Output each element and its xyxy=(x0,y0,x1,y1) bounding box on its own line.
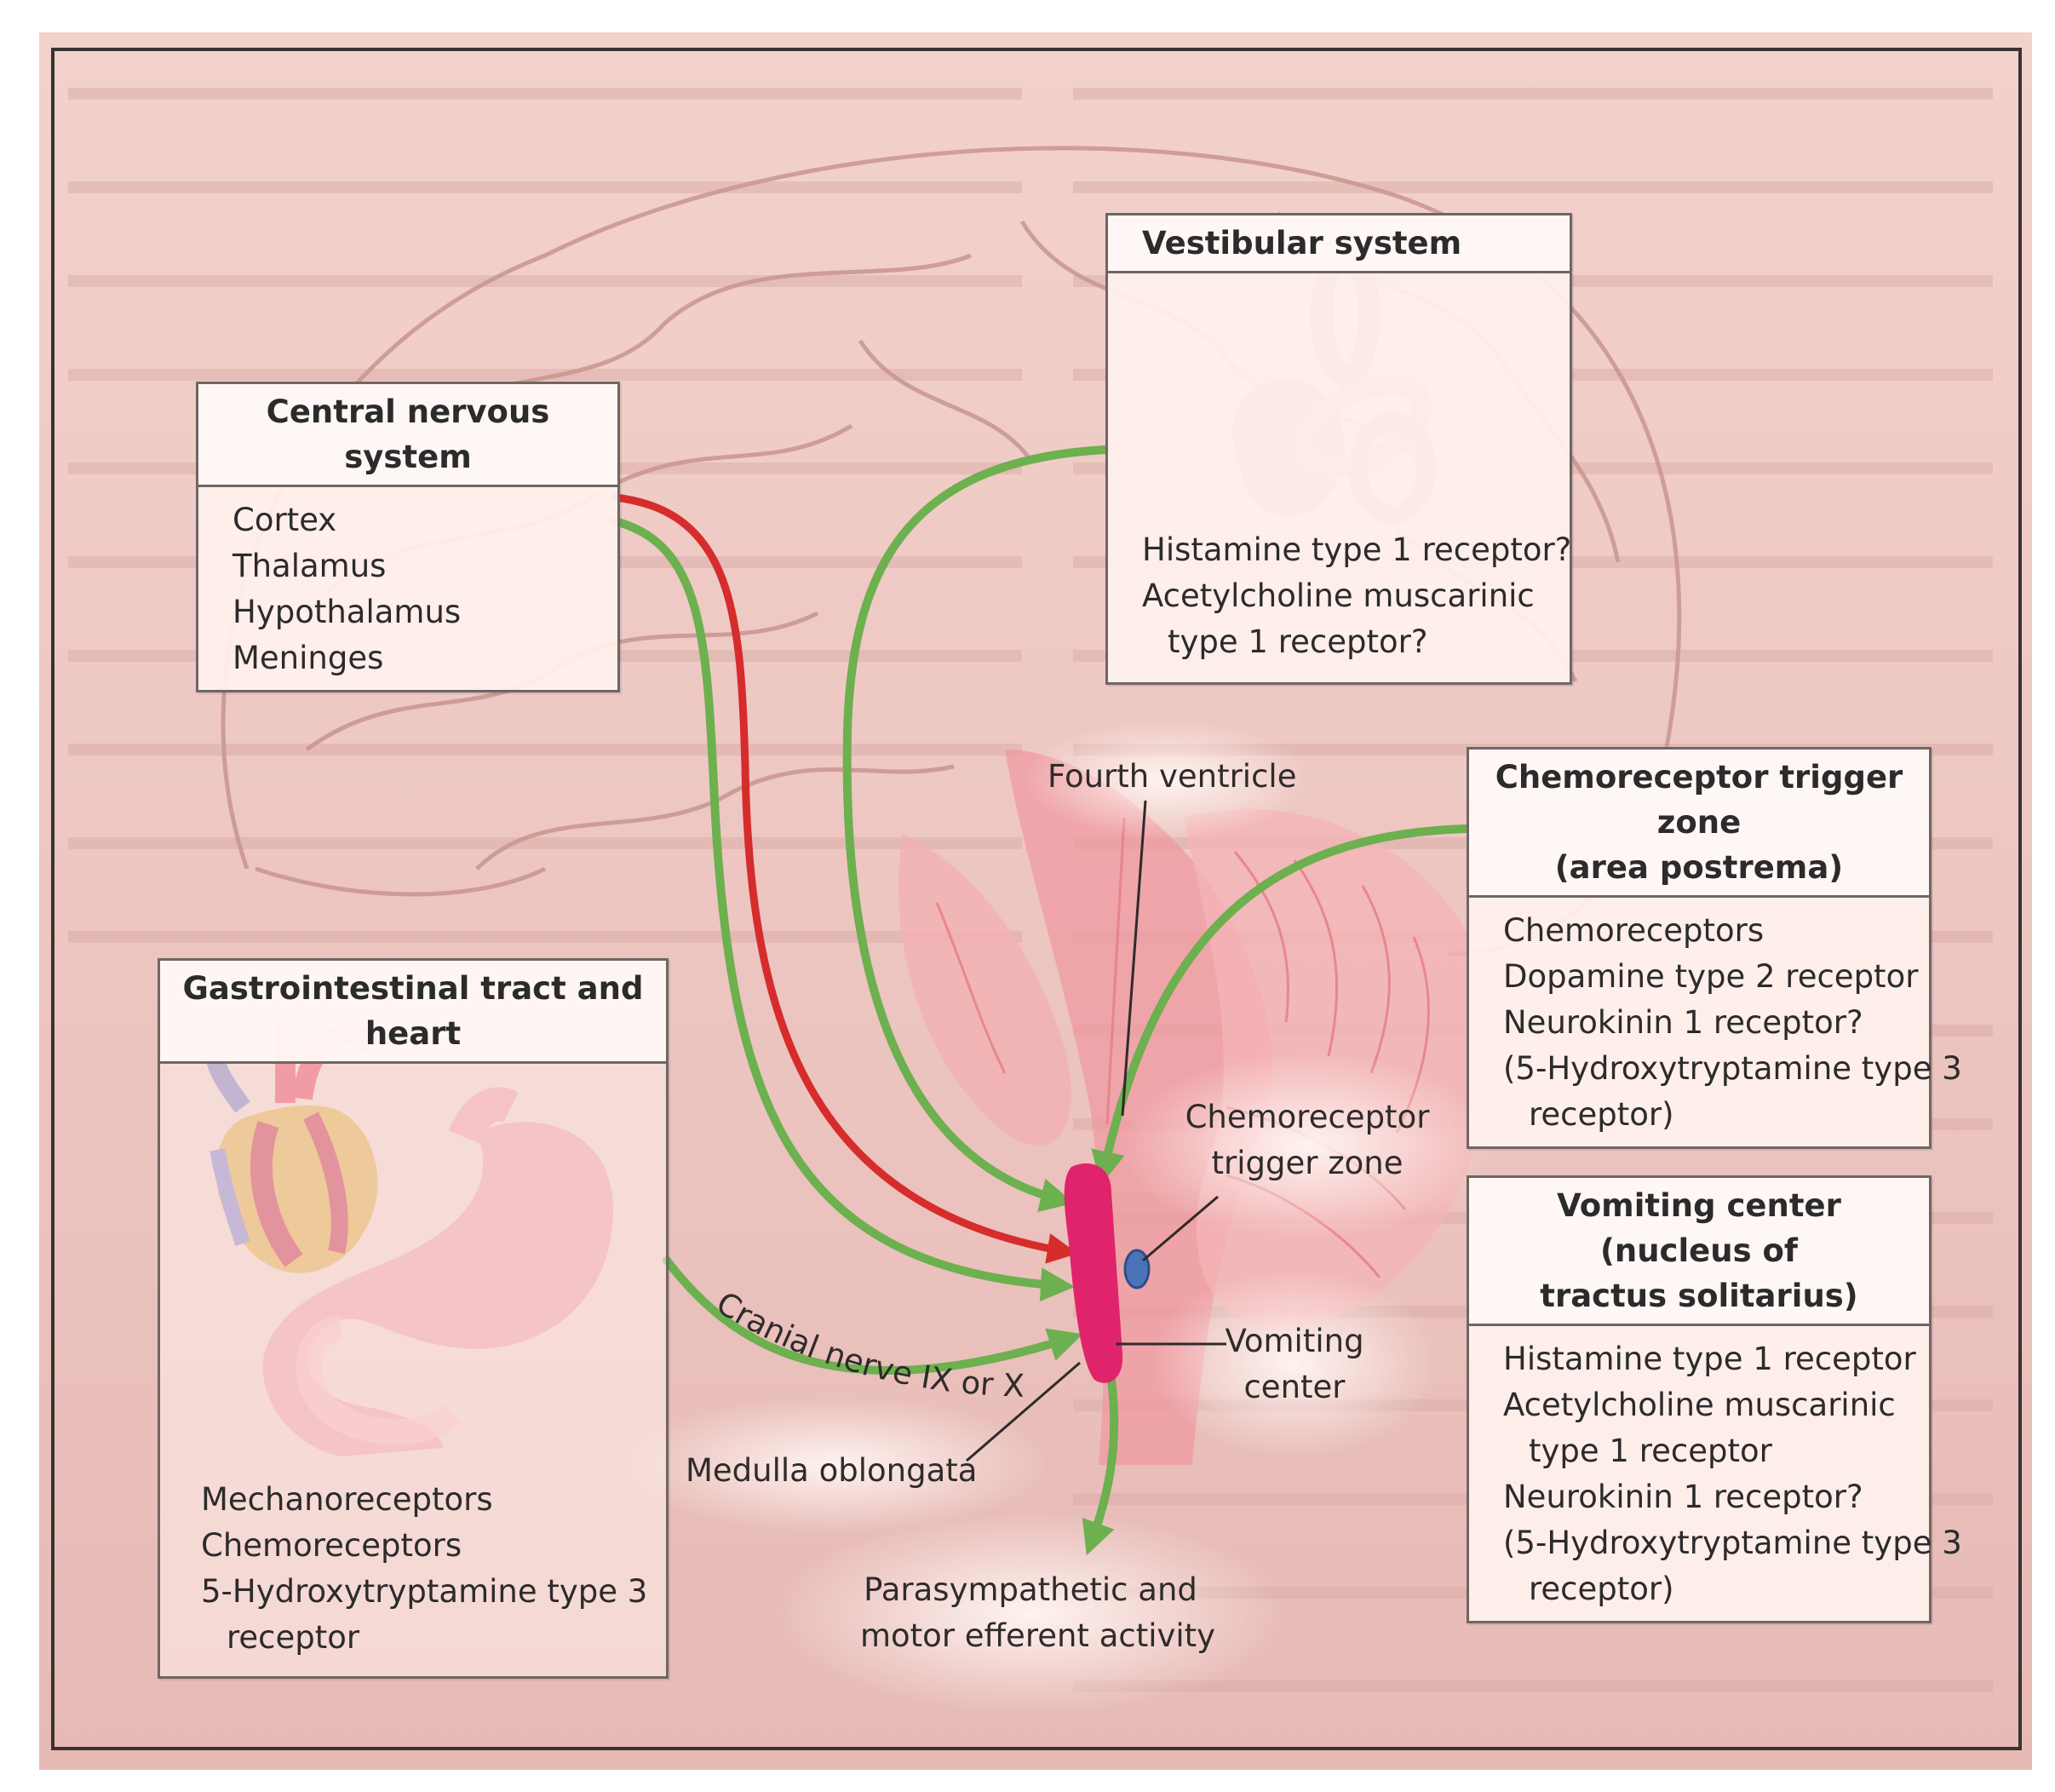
vestibular-box: Vestibular system Histamine type 1 recep… xyxy=(1105,213,1572,685)
ctz-box-list: Chemoreceptors Dopamine type 2 receptor … xyxy=(1469,898,1962,1146)
glow-fourth-ventricle xyxy=(1022,720,1312,839)
arrow-gi xyxy=(663,1256,1083,1376)
gi-item: Mechanoreceptors xyxy=(201,1481,493,1518)
vomiting-center-line: Vomiting xyxy=(1225,1323,1364,1359)
output-label: Parasympathetic and motor efferent activ… xyxy=(860,1567,1216,1659)
output-line: motor efferent activity xyxy=(860,1617,1216,1654)
vomiting-center-line: center xyxy=(1243,1369,1346,1405)
gi-item: Chemoreceptors xyxy=(201,1527,462,1564)
ctz-title-line: (area postrema) xyxy=(1554,849,1844,886)
ctz-anatomy-label: Chemoreceptor trigger zone xyxy=(1180,1094,1435,1186)
vestibular-box-title: Vestibular system xyxy=(1108,215,1570,273)
ctz-item: Chemoreceptors xyxy=(1503,912,1765,949)
arrow-ctz xyxy=(1091,824,1471,1186)
vestibular-box-list: Histamine type 1 receptor? Acetylcholine… xyxy=(1108,517,1572,674)
cns-item: Cortex xyxy=(232,502,337,538)
cns-box-title: Central nervous system xyxy=(198,384,617,487)
cns-item: Thalamus xyxy=(232,548,387,584)
fourth-ventricle-label: Fourth ventricle xyxy=(1048,758,1297,795)
ctz-anatomy-line: trigger zone xyxy=(1211,1145,1403,1181)
arrow-cns-green xyxy=(611,517,1075,1302)
ctz-item: (5-Hydroxytryptamine type 3 xyxy=(1503,1050,1962,1087)
cns-item: Meninges xyxy=(232,640,384,676)
ctz-item: receptor) xyxy=(1529,1096,1674,1133)
vomiting-center-box-title: Vomiting center (nucleus of tractus soli… xyxy=(1469,1178,1929,1326)
vomiting-item: Histamine type 1 receptor xyxy=(1503,1341,1916,1377)
glow-medulla-label xyxy=(622,1397,1048,1533)
vomiting-center-box-list: Histamine type 1 receptor Acetylcholine … xyxy=(1469,1326,1962,1621)
gi-item: 5-Hydroxytryptamine type 3 xyxy=(201,1573,648,1610)
vomiting-item: Acetylcholine muscarinic xyxy=(1503,1387,1896,1423)
ctz-box-title: Chemoreceptor trigger zone (area postrem… xyxy=(1469,750,1929,898)
gi-box: Gastrointestinal tract and heart Mechano… xyxy=(158,958,669,1679)
arrow-cns-red xyxy=(611,493,1078,1264)
glow-output-label xyxy=(775,1512,1286,1716)
ctz-anatomy-line: Chemoreceptor xyxy=(1185,1099,1430,1135)
vomiting-item: Neurokinin 1 receptor? xyxy=(1503,1479,1863,1515)
output-line: Parasympathetic and xyxy=(864,1571,1197,1608)
arrow-vestibular xyxy=(842,445,1110,1212)
vomiting-item: (5-Hydroxytryptamine type 3 xyxy=(1503,1525,1962,1561)
leader-lines xyxy=(966,800,1226,1462)
arrow-output xyxy=(1082,1376,1119,1556)
pathway-arrows xyxy=(611,445,1471,1556)
vomiting-center-label: Vomiting center xyxy=(1209,1318,1380,1410)
glow-vc-label xyxy=(1150,1269,1439,1456)
gi-box-list: Mechanoreceptors Chemoreceptors 5-Hydrox… xyxy=(160,1467,666,1669)
cns-item: Hypothalamus xyxy=(232,594,462,630)
ctz-item: Neurokinin 1 receptor? xyxy=(1503,1004,1863,1041)
gi-box-title: Gastrointestinal tract and heart xyxy=(160,961,666,1064)
vestibular-item: type 1 receptor? xyxy=(1168,623,1428,660)
gi-item: receptor xyxy=(227,1619,360,1656)
vomiting-item: type 1 receptor xyxy=(1529,1433,1772,1469)
ctz-item: Dopamine type 2 receptor xyxy=(1503,958,1919,995)
vestibular-item: Histamine type 1 receptor? xyxy=(1142,531,1572,568)
ctz-box: Chemoreceptor trigger zone (area postrem… xyxy=(1467,747,1962,1149)
vomiting-item: receptor) xyxy=(1529,1571,1674,1607)
cns-box-list: Cortex Thalamus Hypothalamus Meninges xyxy=(198,487,617,690)
ctz-title-line: Chemoreceptor trigger zone xyxy=(1495,759,1903,841)
vestibular-item: Acetylcholine muscarinic xyxy=(1142,577,1535,614)
vomiting-title-line: tractus solitarius) xyxy=(1540,1278,1858,1314)
figure-frame xyxy=(51,48,2022,1750)
cns-box: Central nervous system Cortex Thalamus H… xyxy=(196,382,620,692)
glow-ctz-label xyxy=(1120,1052,1495,1239)
ctz-node xyxy=(1123,1249,1151,1289)
vomiting-center-box: Vomiting center (nucleus of tractus soli… xyxy=(1467,1175,1962,1623)
medulla-label: Medulla oblongata xyxy=(686,1452,978,1489)
vomiting-title-line: Vomiting center (nucleus of xyxy=(1557,1187,1841,1269)
vomiting-center-node xyxy=(1064,1163,1123,1383)
